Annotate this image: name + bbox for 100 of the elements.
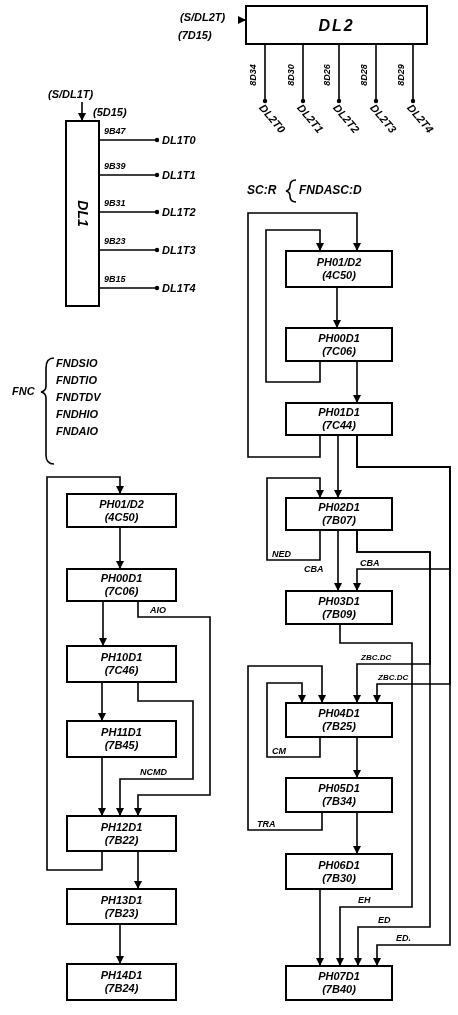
- edge-label: ZBC.DC: [378, 673, 409, 683]
- box-label: (7C46): [104, 664, 139, 677]
- box-label: PH05D1: [318, 782, 360, 795]
- box-label: (7B22): [104, 833, 139, 847]
- box-label: PH04D1: [318, 707, 360, 720]
- box-label: (7B40): [322, 983, 356, 996]
- edge-label: 9B31: [104, 198, 126, 208]
- edge-label: 9B15: [104, 274, 126, 284]
- edge-label: 9B39: [104, 161, 126, 171]
- process-box: [66, 888, 177, 925]
- process-box: [245, 5, 428, 45]
- box-label: (7B30): [322, 871, 356, 885]
- signal-label: (S/DL1T): [48, 86, 118, 102]
- arrow: [116, 924, 124, 964]
- box-label: (7C06): [104, 585, 139, 598]
- edge-label: NED: [272, 549, 291, 559]
- signal-line: [336, 44, 342, 104]
- arrow: [356, 435, 451, 966]
- edge-label: 9B23: [104, 236, 126, 246]
- edge-label: ED: [378, 915, 391, 925]
- box-label: (7C44): [322, 419, 356, 432]
- edge-label: EH: [358, 895, 371, 905]
- signal-label: FNDTIO: [56, 373, 97, 387]
- arrow: [354, 530, 431, 966]
- box-label: (7B25): [322, 720, 356, 733]
- process-box: [285, 402, 393, 436]
- box-label: DL2: [318, 18, 355, 32]
- edge-label: ED.: [396, 933, 411, 943]
- signal-line: [300, 44, 306, 104]
- box-label: DL1: [76, 200, 89, 227]
- box-label: PH14D1: [100, 969, 143, 982]
- signal-label: (S/DL2T): [180, 10, 226, 25]
- box-label: (7B07): [322, 514, 356, 527]
- arrow: [353, 812, 361, 854]
- signal-label: SC:R: [247, 183, 277, 197]
- signal-label: DL1T1: [157, 167, 219, 183]
- box-label: PH07D1: [318, 970, 360, 983]
- arrow: [116, 682, 194, 816]
- arrow: [266, 682, 321, 758]
- box-label: (4C50): [104, 510, 139, 524]
- signal-line: [99, 247, 160, 253]
- arrow: [99, 601, 107, 646]
- process-box: [66, 963, 177, 1001]
- box-label: (7B09): [322, 607, 356, 621]
- box-label: PH13D1: [100, 893, 143, 907]
- edge-label: 8D29: [395, 64, 406, 86]
- signal-label: DL1T0: [157, 132, 219, 148]
- box-label: PH11D1: [101, 726, 142, 739]
- process-box: [285, 965, 393, 1001]
- signal-line: [99, 137, 160, 143]
- arrow: [266, 477, 324, 561]
- edge-label: 9B47: [104, 126, 126, 136]
- signal-label: DL1T4: [157, 280, 219, 296]
- process-box: [285, 327, 393, 362]
- box-label: (4C50): [322, 269, 356, 282]
- process-box: [65, 120, 100, 307]
- signal-line: [99, 209, 160, 215]
- process-box: [66, 815, 177, 852]
- box-label: PH06D1: [318, 858, 360, 872]
- arrow: [134, 851, 142, 889]
- edge-label: 8D34: [247, 64, 258, 86]
- signal-label: DL1T2: [157, 204, 219, 220]
- box-label: (7B34): [322, 795, 356, 808]
- arrow: [237, 16, 246, 24]
- edge-label: CM: [272, 746, 286, 756]
- box-label: PH12D1: [100, 820, 143, 834]
- box-label: PH00D1: [100, 572, 143, 585]
- box-label: PH10D1: [100, 651, 143, 664]
- process-box: [66, 493, 177, 528]
- signal-line: [410, 44, 416, 104]
- edge-label: ZBC.DC: [361, 653, 392, 663]
- arrow: [265, 229, 324, 383]
- box-label: PH02D1: [318, 501, 360, 514]
- signal-label: FNDHIO: [56, 407, 99, 421]
- box-label: (7B45): [104, 739, 139, 752]
- box-label: PH01/D2: [316, 256, 362, 269]
- arrow: [336, 624, 413, 966]
- signal-label: FNDAIO: [56, 424, 99, 438]
- signal-label: FNC: [12, 384, 35, 398]
- signal-label: DL1T3: [157, 242, 219, 258]
- arrow: [98, 757, 106, 816]
- process-box: [66, 645, 177, 683]
- edge-label: CBA: [304, 564, 324, 574]
- arrow: [78, 101, 86, 121]
- process-box: [285, 250, 393, 288]
- process-box: [66, 568, 177, 602]
- signal-line: [99, 285, 160, 291]
- process-box: [285, 853, 393, 890]
- arrow: [116, 527, 124, 569]
- arrow: [134, 601, 211, 816]
- edge-label: AIO: [150, 605, 166, 615]
- arrow: [247, 212, 361, 458]
- sheet-reference: (5D15): [93, 105, 127, 120]
- arrow: [46, 476, 124, 871]
- box-label: PH00D1: [318, 331, 360, 345]
- arrow: [334, 435, 342, 498]
- edge-label: 8D26: [321, 64, 332, 86]
- signal-line: [262, 44, 268, 104]
- arrow: [353, 737, 361, 778]
- edge-label: 8D28: [358, 64, 369, 86]
